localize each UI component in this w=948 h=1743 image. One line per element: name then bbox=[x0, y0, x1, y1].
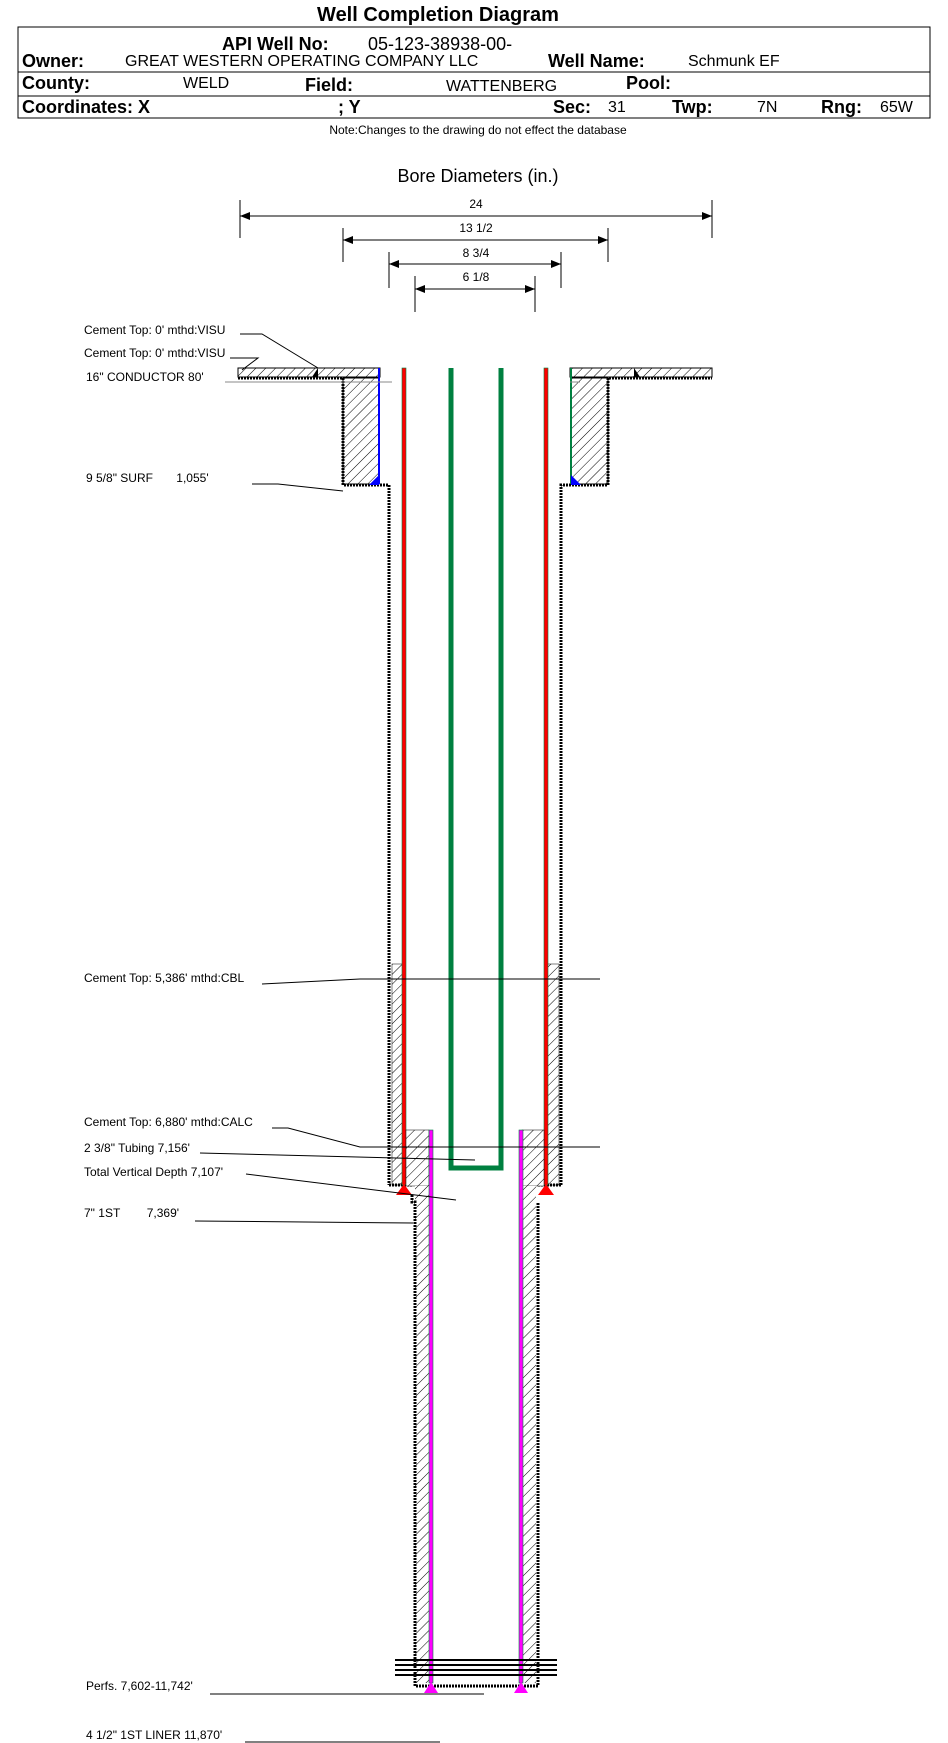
well-name-value: Schmunk EF bbox=[688, 53, 780, 70]
intermediate-cement-left bbox=[391, 963, 404, 1186]
bore-diameters-title: Bore Diameters (in.) bbox=[397, 166, 558, 186]
cement-top-label-2: Cement Top: 0' mthd:VISU bbox=[84, 346, 225, 360]
liner bbox=[405, 1129, 545, 1693]
cement-marker-left-icon bbox=[312, 368, 318, 377]
surface-casing bbox=[341, 368, 610, 1185]
bore-diameter-13-1-2: 13 1/2 bbox=[459, 221, 493, 235]
tubing-label: 2 3/8" Tubing 7,156' bbox=[84, 1141, 190, 1155]
surface-shoe-left-icon bbox=[369, 475, 379, 485]
total-vertical-depth-label: Total Vertical Depth 7,107' bbox=[84, 1165, 223, 1179]
label-leaders bbox=[194, 333, 600, 1743]
coordinates-x-label: Coordinates: X bbox=[22, 97, 150, 117]
perfs-label: Perfs. 7,602-11,742' bbox=[86, 1679, 193, 1693]
rng-label: Rng: bbox=[821, 97, 862, 117]
sec-value: 31 bbox=[608, 99, 626, 116]
field-label: Field: bbox=[305, 75, 353, 95]
cement-top-label-1: Cement Top: 0' mthd:VISU bbox=[84, 323, 225, 337]
note-text: Note:Changes to the drawing do not effec… bbox=[329, 123, 627, 137]
perforations bbox=[395, 1659, 557, 1676]
dimension-arrowheads bbox=[240, 212, 712, 293]
tubing-string bbox=[448, 368, 504, 1171]
rng-value: 65W bbox=[880, 99, 914, 116]
field-value: WATTENBERG bbox=[446, 78, 557, 95]
api-label: API Well No: bbox=[222, 34, 329, 54]
intermediate-shoe-left-icon bbox=[396, 1184, 412, 1195]
county-value: WELD bbox=[183, 75, 229, 92]
bore-diameter-6-1-8: 6 1/8 bbox=[463, 270, 490, 284]
conductor-label: 16" CONDUCTOR 80' bbox=[86, 370, 204, 384]
twp-label: Twp: bbox=[672, 97, 713, 117]
diagram-title: Well Completion Diagram bbox=[317, 4, 559, 26]
surface-casing-label: 9 5/8" SURF 1,055' bbox=[86, 471, 209, 485]
twp-value: 7N bbox=[757, 99, 777, 116]
cement-marker-right-icon bbox=[634, 368, 640, 377]
header-table: API Well No: 05-123-38938-00- Owner: GRE… bbox=[17, 26, 931, 119]
intermediate-casing-label: 7" 1ST 7,369' bbox=[84, 1206, 179, 1220]
county-label: County: bbox=[22, 73, 90, 93]
intermediate-casing-left bbox=[401, 367, 407, 1186]
owner-label: Owner: bbox=[22, 51, 84, 71]
well-name-label: Well Name: bbox=[548, 51, 645, 71]
coordinates-y-label: ; Y bbox=[338, 97, 361, 117]
owner-value: GREAT WESTERN OPERATING COMPANY LLC bbox=[125, 53, 478, 70]
surface-shoe-right-icon bbox=[571, 475, 581, 485]
bore-dimension-lines bbox=[239, 200, 713, 312]
sec-label: Sec: bbox=[553, 97, 591, 117]
pool-label: Pool: bbox=[626, 73, 671, 93]
bore-diameter-8-3-4: 8 3/4 bbox=[463, 246, 490, 260]
conductor-casing bbox=[237, 367, 713, 380]
intermediate-cement-right bbox=[546, 963, 560, 1186]
intermediate-casing-right bbox=[543, 367, 549, 1186]
bore-diameter-24: 24 bbox=[469, 197, 483, 211]
cement-top-label-3: Cement Top: 5,386' mthd:CBL bbox=[84, 971, 244, 985]
cement-top-label-4: Cement Top: 6,880' mthd:CALC bbox=[84, 1115, 253, 1129]
intermediate-shoe-right-icon bbox=[538, 1184, 554, 1195]
liner-label: 4 1/2" 1ST LINER 11,870' bbox=[86, 1728, 222, 1742]
api-value: 05-123-38938-00- bbox=[368, 34, 512, 54]
